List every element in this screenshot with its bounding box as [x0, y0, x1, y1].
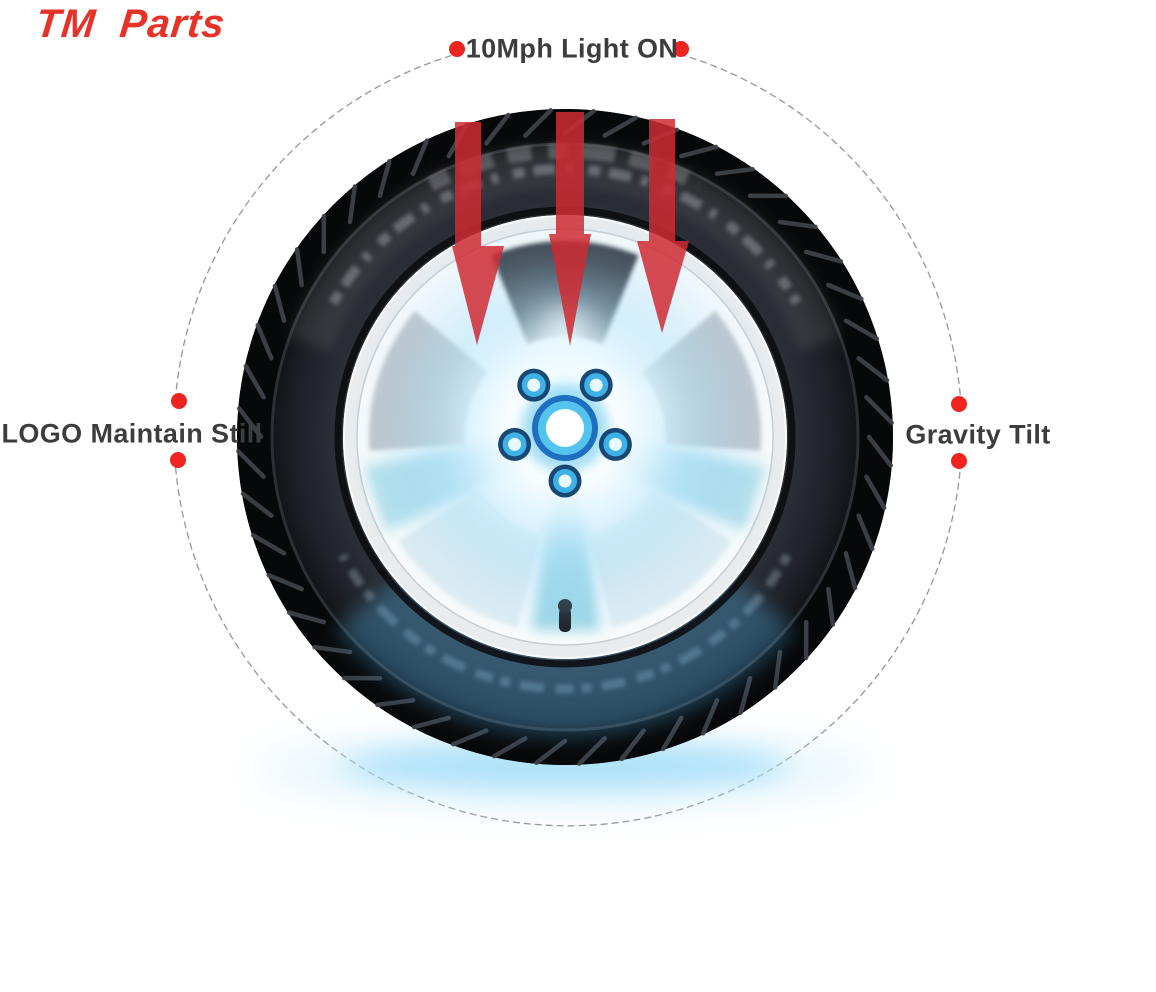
sidewall-text-upper [328, 163, 802, 306]
lug-nuts [498, 368, 632, 498]
annotation-dot [951, 396, 967, 412]
annotation-dot [171, 393, 187, 409]
annotation-label-left: LOGO Maintain Still [1, 418, 263, 449]
wheel-rim [343, 213, 787, 659]
down-arrow-icon [637, 119, 689, 333]
annotation-dots [170, 41, 967, 469]
annotation-label-right: Gravity Tilt [905, 419, 1051, 450]
down-arrow-icon [549, 112, 591, 346]
lug-nut [579, 368, 613, 402]
brand-logo: TM Parts [33, 2, 228, 46]
lug-nut [548, 464, 582, 498]
hub-cap [521, 384, 609, 472]
under-glow [255, 732, 875, 808]
annotation-dot [170, 452, 186, 468]
annotation-dot [673, 41, 689, 57]
annotation-dot [449, 41, 465, 57]
lug-nut [517, 368, 551, 402]
guide-circle [174, 52, 962, 827]
lug-nut [498, 427, 532, 461]
speed-arrows [452, 112, 689, 346]
down-arrow-icon [452, 122, 504, 345]
lug-nut [598, 427, 632, 461]
annotation-label-top: 10Mph Light ON [465, 33, 679, 64]
annotation-dot [951, 453, 967, 469]
